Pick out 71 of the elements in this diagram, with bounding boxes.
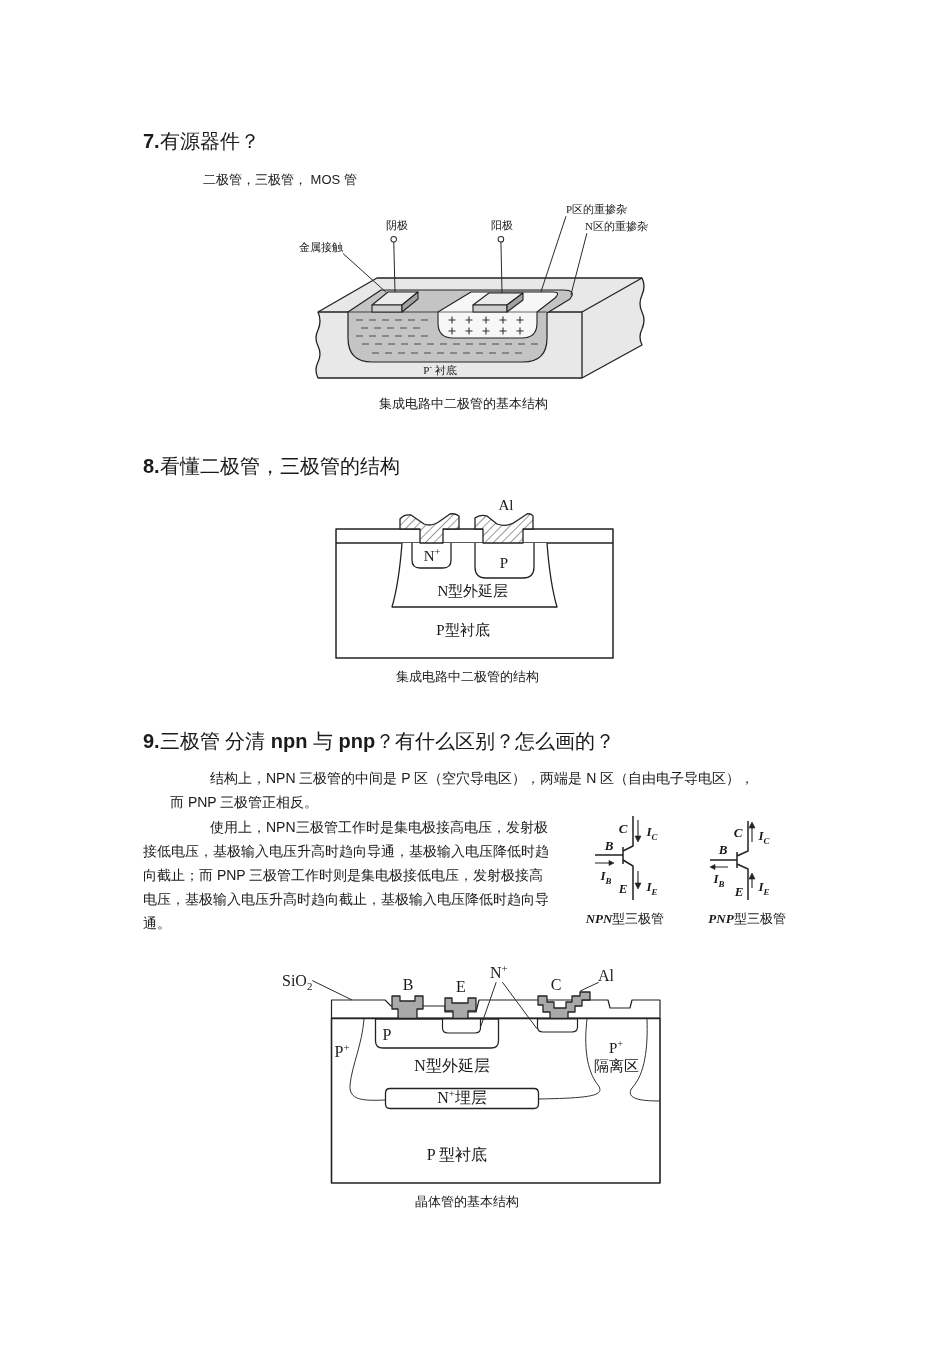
terminal-label: 阳极	[491, 219, 513, 240]
metal-contact	[537, 991, 591, 1019]
epitaxial-layer-region	[391, 543, 558, 608]
material-label: Al	[498, 496, 514, 514]
region-label: P$^{-}$ 衬底	[423, 364, 457, 378]
terminal-label: C	[550, 975, 562, 995]
doped-region	[442, 1019, 481, 1034]
callout-label: N区的重掺杂	[585, 220, 648, 234]
doped-region	[437, 291, 559, 339]
region-label: P	[382, 1025, 392, 1045]
terminal-label: B	[718, 842, 728, 858]
callout-label: SiO$_{2}$	[282, 971, 313, 991]
body-text: 二极管，三极管， MOS 管	[203, 172, 357, 188]
leader-line	[342, 253, 387, 293]
region-label: N$^{+}$	[423, 547, 441, 565]
terminal-label: 阴极	[386, 219, 408, 240]
symbol-caption: PNP型三极管	[708, 911, 786, 927]
current-label: I$_{B}$	[600, 868, 612, 884]
current-label: I$_{C}$	[758, 828, 770, 844]
metal-contact-pad	[472, 292, 524, 313]
terminal-label: B	[604, 838, 614, 854]
terminal-lead	[497, 235, 505, 294]
terminal-label: B	[402, 975, 414, 995]
current-label: I$_{B}$	[713, 871, 725, 887]
leader-line	[570, 232, 588, 296]
doped-region	[474, 543, 535, 579]
section-heading: 9.三极管 分清 npn 与 pnp？有什么区别？怎么画的？	[143, 729, 616, 753]
region-label: P 型衬底	[426, 1145, 488, 1165]
current-label: I$_{E}$	[758, 879, 770, 895]
terminal-label: E	[456, 977, 466, 997]
section-heading: 8.看懂二极管，三极管的结构	[143, 454, 400, 478]
buried-layer-region	[385, 1088, 539, 1109]
substrate-region	[335, 528, 614, 659]
region-label: P$^{+}$	[334, 1042, 350, 1062]
callout-label: P区的重掺杂	[566, 203, 628, 217]
region-label: N型外延层	[437, 582, 509, 600]
region-label: N型外延层	[414, 1056, 490, 1076]
leader-line	[540, 215, 567, 293]
current-label: I$_{C}$	[646, 824, 658, 840]
body-paragraph: 使用上，NPN三极管工作时是集电极接高电压，发射极接低电压，基极输入电压升高时趋向导通，基极输入电压降低时趋向截止；而 PNP 三极管工作时则是集电极接低电压，发射极接高电压，基极输入电压升高时趋向截止，基极输入电压降低时趋向导通。	[143, 818, 550, 933]
leader-line	[480, 981, 497, 1027]
region-label: N$^{+}$埋层	[437, 1088, 487, 1108]
terminal-label: C	[733, 825, 743, 841]
figure-caption: 晶体管的基本结构	[415, 1194, 519, 1210]
callout-label: 金属接触	[299, 241, 343, 255]
body-paragraph: 结构上，NPN 三极管的中间是 P 区（空穴导电区），两端是 N 区（自由电子导电区），而 PNP 三极管正相反。	[170, 769, 756, 812]
doped-region	[411, 543, 452, 569]
terminal-label: E	[618, 881, 628, 897]
doped-region	[537, 1019, 578, 1033]
substrate-block	[313, 276, 647, 381]
callout-label: N$^{+}$	[490, 963, 508, 983]
region-label: P型衬底	[436, 621, 490, 639]
symbol-caption: NPN型三极管	[585, 911, 665, 927]
metal-contact	[444, 997, 477, 1019]
substrate-region	[331, 1018, 661, 1184]
metal-contact-pad	[371, 291, 419, 313]
leader-line	[311, 980, 353, 1001]
metal-contact	[391, 995, 424, 1019]
leader-line	[579, 981, 600, 992]
region-label: P	[499, 554, 509, 572]
figure-caption: 集成电路中二极管的基本结构	[378, 396, 548, 412]
current-label: I$_{E}$	[646, 879, 658, 895]
callout-label: Al	[598, 966, 614, 986]
figure-caption: 集成电路中二极管的结构	[395, 669, 539, 685]
terminal-lead	[390, 235, 397, 293]
terminal-label: C	[618, 821, 628, 837]
doped-well-region	[347, 289, 575, 363]
doped-region	[375, 1019, 499, 1049]
section-heading: 7.有源器件？	[143, 129, 260, 153]
region-label: P$^{+}$ 隔离区	[592, 1039, 640, 1075]
terminal-label: E	[734, 884, 744, 900]
